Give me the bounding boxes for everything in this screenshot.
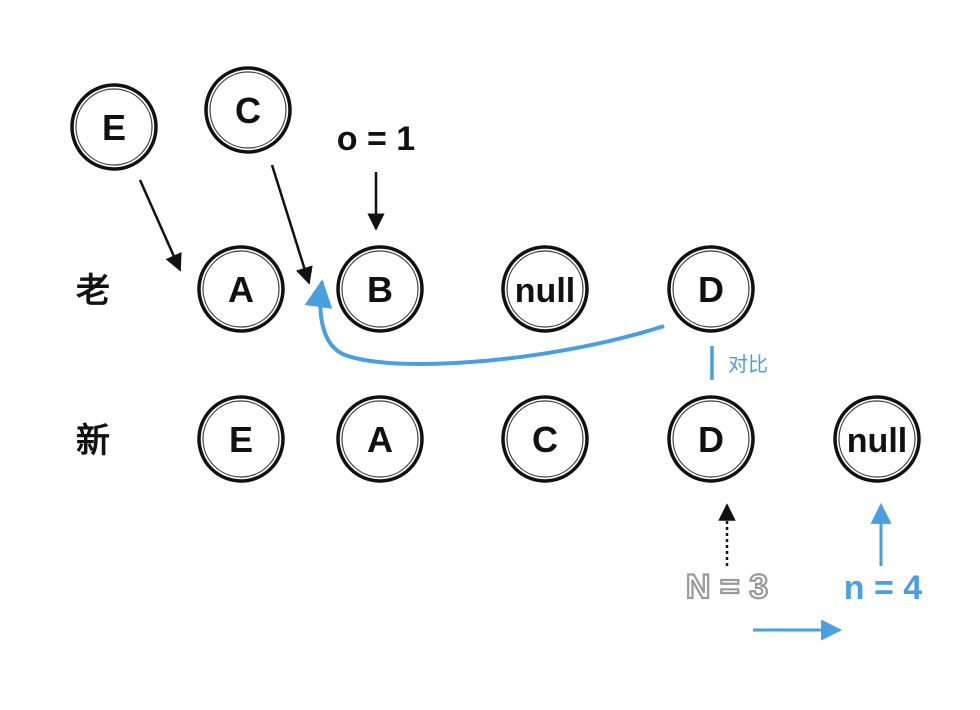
- compare-label: 对比: [728, 352, 768, 376]
- extra-node-c: C: [204, 66, 292, 154]
- new-node-a-label: A: [367, 419, 393, 460]
- new-pointer-label: n = 4: [844, 569, 923, 607]
- new-node-d: D: [667, 395, 755, 483]
- old-node-a: A: [197, 245, 285, 333]
- new-node-e: E: [197, 395, 285, 483]
- extra-node-e-label: E: [102, 107, 126, 148]
- old-node-b: B: [336, 245, 424, 333]
- move-d-curve-arrow: [304, 279, 665, 366]
- old-pointer-label: o = 1: [337, 120, 415, 158]
- extra-node-c-label: C: [235, 90, 261, 131]
- new-node-a: A: [336, 395, 424, 483]
- new-row-label: 新: [76, 421, 110, 461]
- extra-node-e: E: [70, 83, 158, 171]
- old-row-label: 老: [76, 271, 110, 311]
- old-node-d: D: [667, 245, 755, 333]
- new-node-null-label: null: [847, 422, 907, 460]
- arrow-c-to-old: [270, 164, 313, 285]
- new-node-c: C: [501, 395, 589, 483]
- old-node-b-label: B: [367, 269, 393, 310]
- new-node-null: null: [833, 395, 921, 483]
- arrow-e-to-old: [138, 179, 182, 272]
- new-node-d-label: D: [698, 419, 724, 460]
- new-end-pointer-label: N = 3: [686, 568, 768, 606]
- old-node-null: null: [501, 245, 589, 333]
- new-node-c-label: C: [532, 419, 558, 460]
- new-node-e-label: E: [229, 419, 253, 460]
- old-node-null-label: null: [515, 272, 575, 310]
- old-node-d-label: D: [698, 269, 724, 310]
- old-node-a-label: A: [228, 269, 254, 310]
